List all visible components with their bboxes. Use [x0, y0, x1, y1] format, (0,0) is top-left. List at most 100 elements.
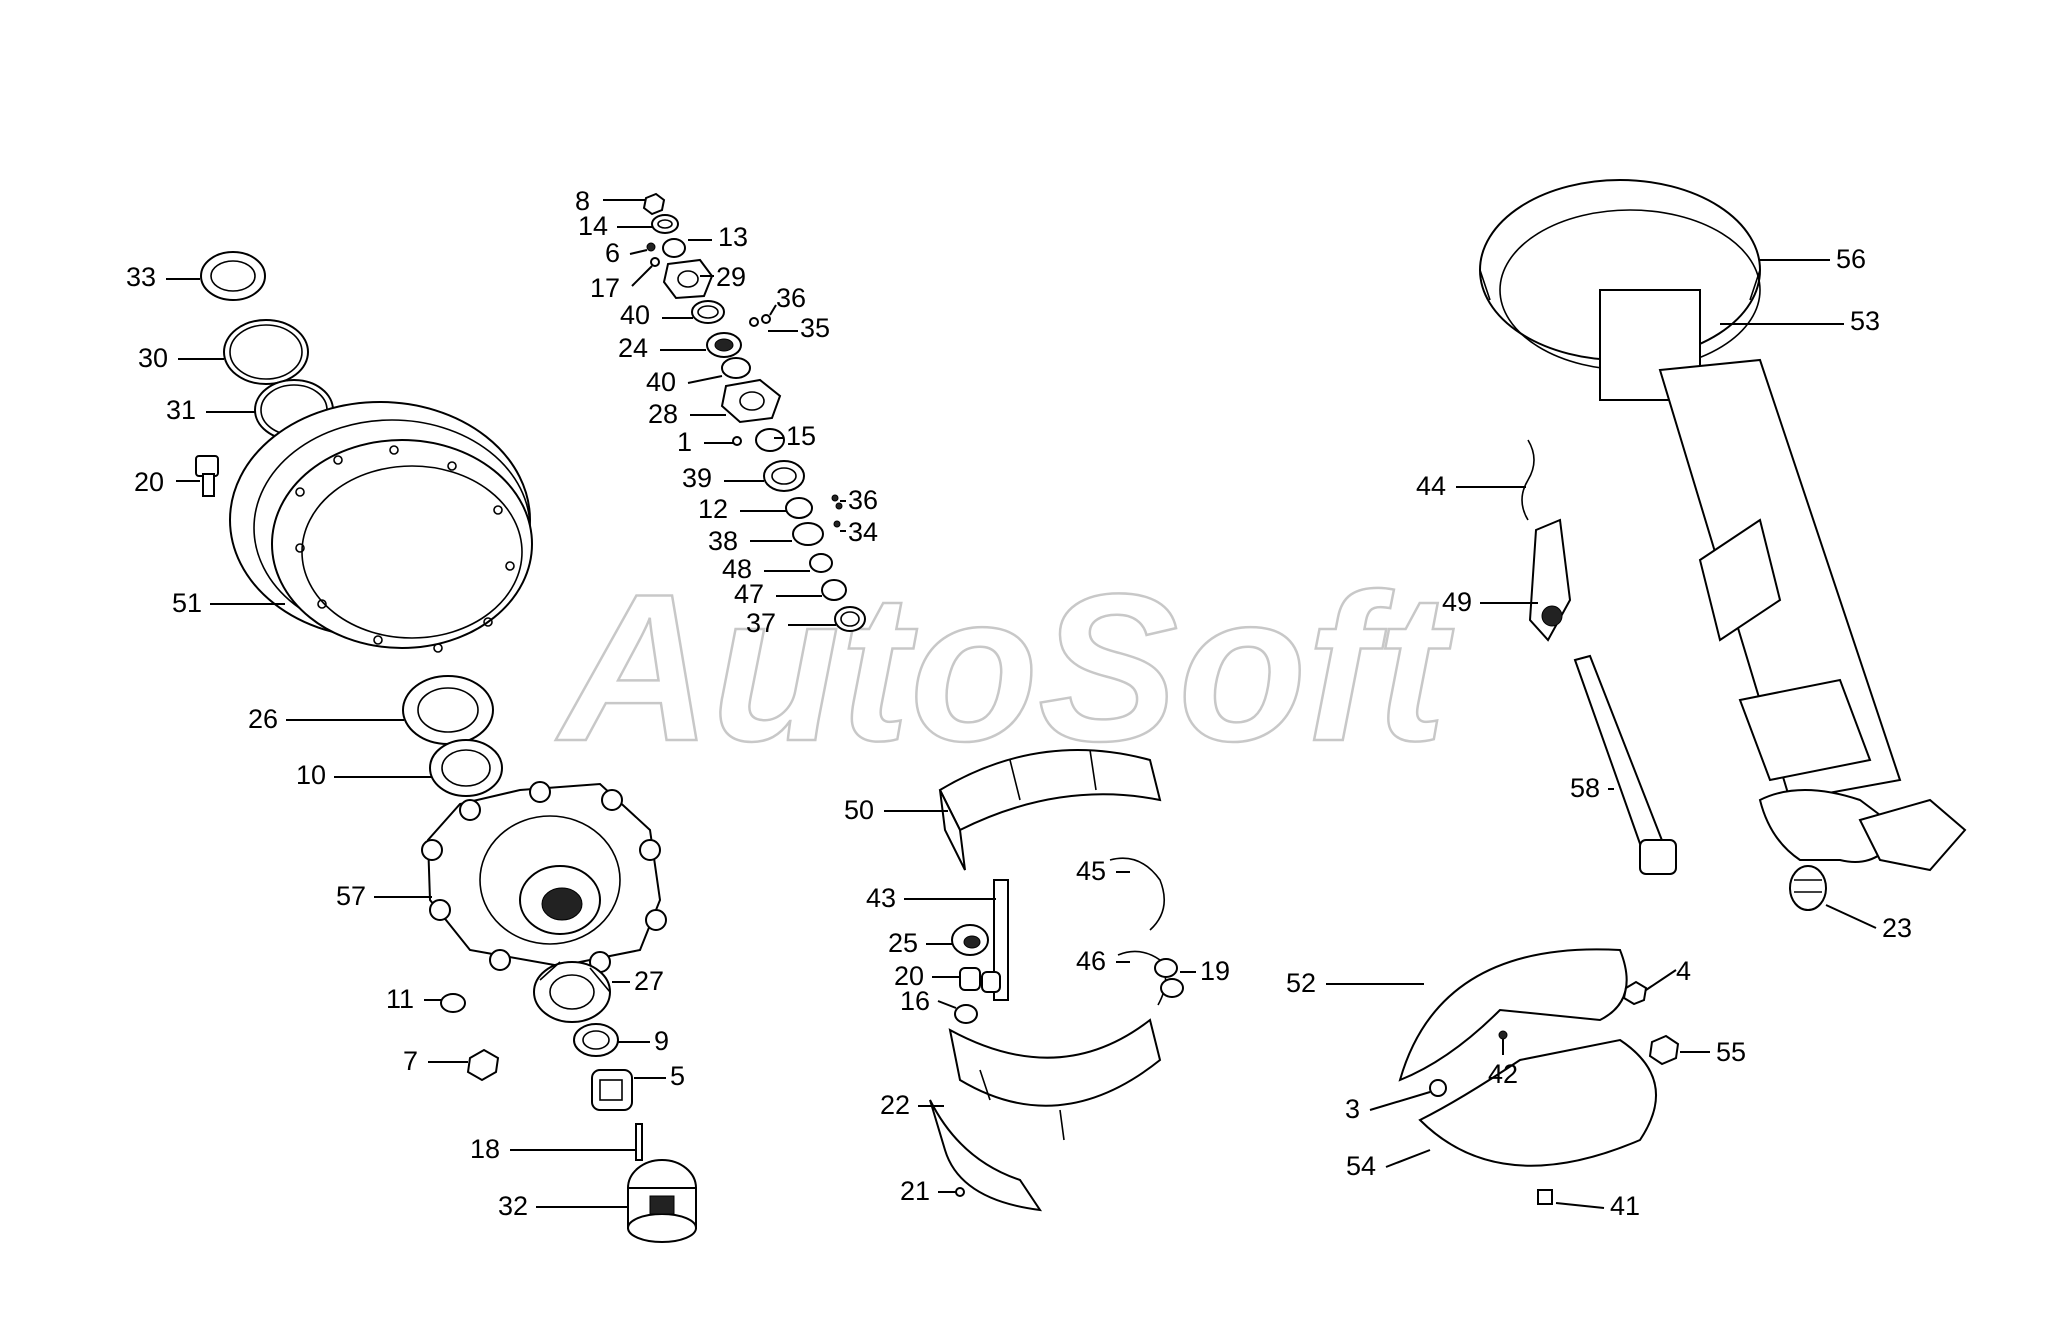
part-number-label: 8	[575, 186, 590, 216]
part-43	[993, 879, 1009, 1001]
watermark: AutoSoft	[555, 550, 1454, 785]
part-49	[1528, 518, 1572, 642]
part-number-label: 20	[134, 467, 164, 497]
callout-5: 5	[634, 1061, 685, 1091]
callout-48: 48	[722, 554, 810, 584]
part-6	[646, 242, 656, 252]
part-number-label: 26	[248, 704, 278, 734]
part-number-label: 42	[1488, 1059, 1518, 1089]
part-number-label: 22	[880, 1090, 910, 1120]
part-4	[1622, 980, 1648, 1006]
part-number-label: 18	[470, 1134, 500, 1164]
callout-15: 15	[774, 421, 816, 451]
part-33	[200, 251, 266, 301]
part-number-label: 57	[336, 881, 366, 911]
callout-35: 35	[768, 313, 830, 343]
part-15	[755, 428, 785, 452]
part-37	[834, 606, 866, 632]
part-41	[1537, 1189, 1553, 1205]
part-29	[662, 258, 714, 300]
callout-17: 17	[590, 265, 653, 303]
part-number-label: 27	[634, 966, 664, 996]
part-number-label: 36	[848, 485, 878, 515]
axle-beam	[1658, 358, 1902, 802]
callout-23: 23	[1825, 904, 1912, 943]
part-knuckle	[1758, 789, 1967, 872]
part-25	[951, 924, 989, 956]
hub-hardware-column	[642, 192, 866, 632]
callout-8: 8	[575, 186, 645, 216]
callout-54: 54	[1346, 1149, 1431, 1181]
part-number-label: 10	[296, 760, 326, 790]
part-18	[635, 1123, 643, 1161]
callout-12: 12	[698, 494, 786, 524]
part-number-label: 43	[866, 883, 896, 913]
callout-25: 25	[888, 928, 952, 958]
callout-29: 29	[700, 262, 746, 292]
part-number-label: 29	[716, 262, 746, 292]
leader-line	[1555, 1202, 1605, 1209]
part-lower-shoe	[948, 1018, 1162, 1141]
callout-44: 44	[1416, 471, 1526, 501]
callout-58: 58	[1570, 773, 1614, 803]
leader-line	[937, 1000, 957, 1009]
callout-57: 57	[336, 881, 432, 911]
part-13	[662, 238, 686, 258]
callout-39: 39	[682, 463, 764, 493]
part-number-label: 47	[734, 579, 764, 609]
part-number-label: 53	[1850, 306, 1880, 336]
part-number-label: 6	[605, 238, 620, 268]
callout-43: 43	[866, 883, 996, 913]
part-48	[809, 553, 833, 573]
part-number-label: 45	[1076, 856, 1106, 886]
part-number-label: 35	[800, 313, 830, 343]
part-40b	[721, 357, 751, 379]
callout-55: 55	[1680, 1037, 1746, 1067]
part-44	[1521, 439, 1535, 521]
brake-shoe-assembly	[929, 749, 1184, 1212]
part-number-label: 16	[900, 986, 930, 1016]
callout-28: 28	[648, 399, 726, 429]
callout-1: 1	[677, 427, 733, 457]
callout-26: 26	[248, 704, 404, 734]
part-number-label: 37	[746, 608, 776, 638]
part-number-label: 30	[138, 343, 168, 373]
callout-7: 7	[403, 1046, 468, 1076]
part-number-label: 5	[670, 1061, 685, 1091]
callout-3: 3	[1345, 1091, 1431, 1124]
dust-shield-assembly	[1398, 948, 1680, 1205]
callout-52: 52	[1286, 968, 1424, 998]
part-55	[1648, 1034, 1680, 1066]
part-57-hub	[421, 781, 667, 973]
part-34	[833, 520, 841, 528]
part-number-label: 41	[1610, 1191, 1640, 1221]
part-number-label: 58	[1570, 773, 1600, 803]
callout-50: 50	[844, 795, 948, 825]
part-number-label: 52	[1286, 968, 1316, 998]
part-27	[533, 961, 611, 1023]
axle-assembly	[1479, 179, 1967, 911]
leader-line	[1825, 904, 1877, 929]
part-number-label: 15	[786, 421, 816, 451]
part-9	[573, 1023, 619, 1057]
part-16	[954, 1004, 978, 1024]
part-42	[1498, 1030, 1508, 1040]
callout-33: 33	[126, 262, 200, 292]
part-number-label: 55	[1716, 1037, 1746, 1067]
part-20a	[195, 455, 219, 497]
part-number-label: 48	[722, 554, 752, 584]
part-28	[720, 378, 782, 424]
callout-4: 4	[1645, 956, 1691, 991]
part-3	[1429, 1079, 1447, 1097]
part-number-label: 40	[646, 367, 676, 397]
leader-line	[631, 265, 653, 287]
callout-36b: 36	[840, 485, 878, 515]
callout-34: 34	[840, 517, 878, 547]
part-7	[466, 1048, 500, 1082]
leader-line	[1369, 1091, 1431, 1111]
callout-56: 56	[1760, 244, 1866, 274]
callout-31: 31	[166, 395, 256, 425]
part-10	[429, 739, 503, 797]
part-number-label: 7	[403, 1046, 418, 1076]
